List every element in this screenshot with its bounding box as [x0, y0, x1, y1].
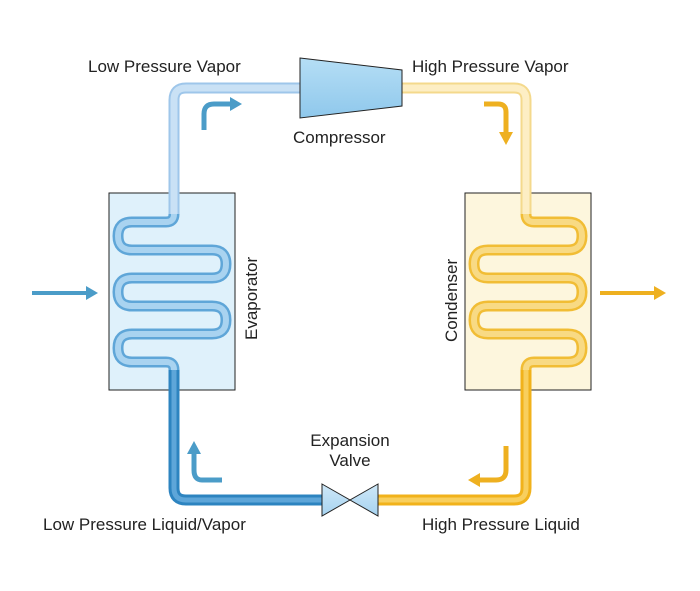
label-expansion-valve-line1: Expansion: [310, 431, 390, 450]
compressor: [299, 57, 403, 119]
label-low-pressure-liquid-vapor: Low Pressure Liquid/Vapor: [43, 515, 246, 534]
flow-arrow-top-right-icon: [484, 101, 513, 145]
evaporator-inlet-arrow-icon: [32, 286, 98, 300]
flow-arrow-bottom-right-icon: [468, 446, 509, 487]
label-compressor: Compressor: [293, 128, 386, 147]
condenser-outlet-arrow-icon: [600, 286, 666, 300]
label-high-pressure-vapor: High Pressure Vapor: [412, 57, 569, 76]
label-low-pressure-vapor: Low Pressure Vapor: [88, 57, 241, 76]
label-high-pressure-liquid: High Pressure Liquid: [422, 515, 580, 534]
label-evaporator: Evaporator: [242, 256, 261, 340]
label-expansion-valve: Expansion Valve: [300, 432, 400, 469]
label-condenser: Condenser: [442, 258, 461, 342]
flow-arrow-top-left-icon: [201, 97, 242, 130]
expansion-valve: [321, 483, 352, 517]
flow-arrow-bottom-left-icon: [187, 441, 222, 483]
label-expansion-valve-line2: Valve: [329, 451, 371, 470]
